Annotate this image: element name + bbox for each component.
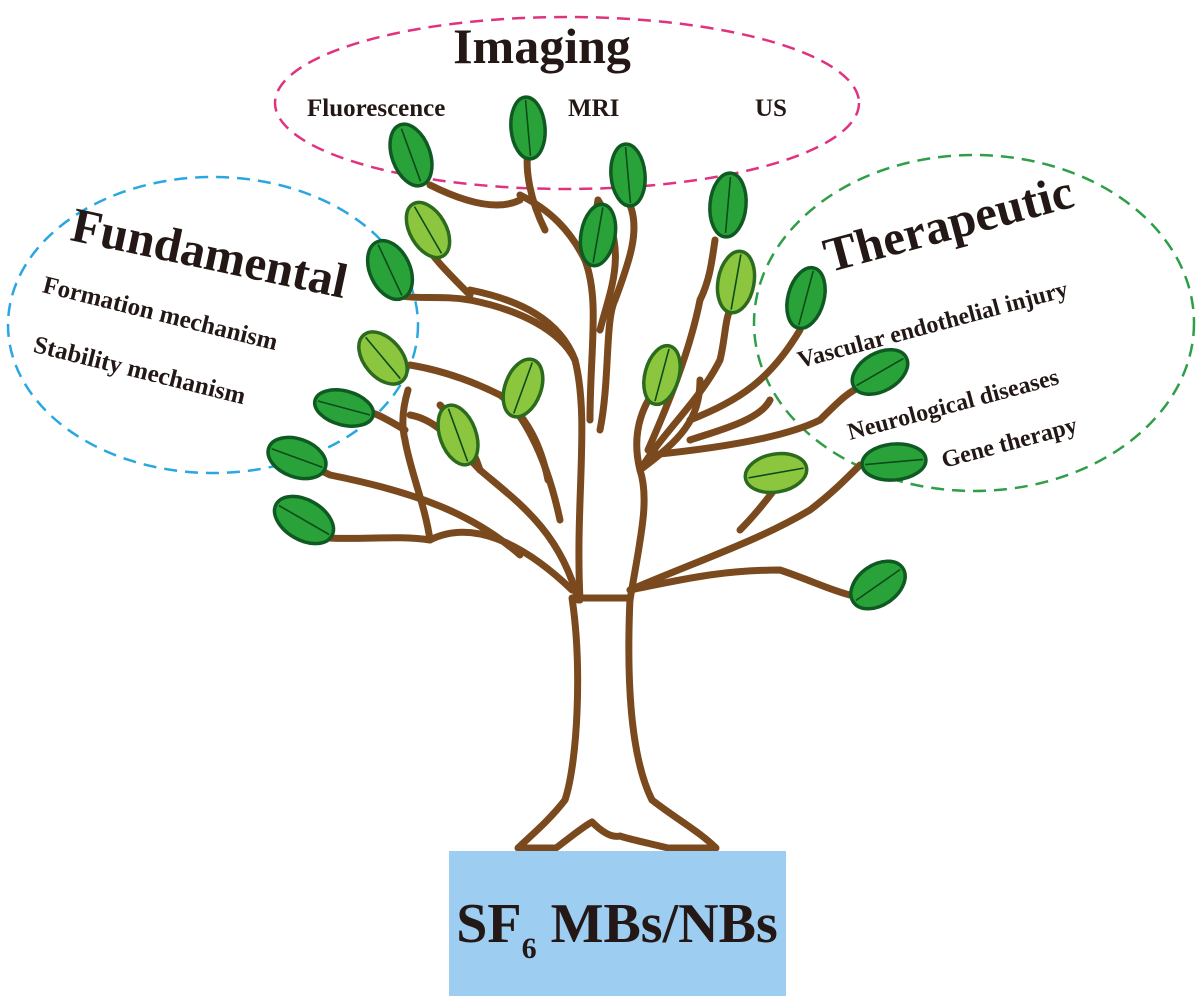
fundamental-item-stability: Stability mechanism bbox=[31, 331, 249, 410]
leaf bbox=[436, 403, 480, 467]
imaging-item-us: US bbox=[755, 95, 787, 122]
leaf bbox=[715, 249, 757, 315]
leaf bbox=[708, 171, 748, 239]
leaf bbox=[501, 357, 545, 419]
base-box bbox=[449, 851, 786, 996]
leaf bbox=[388, 122, 434, 188]
imaging-group-ellipse bbox=[273, 15, 861, 191]
therapeutic-item-gene: Gene therapy bbox=[939, 413, 1080, 474]
fundamental-group-ellipse bbox=[6, 175, 420, 475]
imaging-item-fluorescence: Fluorescence bbox=[307, 95, 445, 122]
leaf bbox=[578, 202, 618, 268]
tree-trunk bbox=[514, 594, 720, 852]
leaf bbox=[312, 388, 376, 428]
leaf bbox=[365, 238, 415, 302]
leaf bbox=[509, 95, 547, 161]
imaging-item-mri: MRI bbox=[568, 95, 619, 122]
leaf bbox=[404, 200, 452, 260]
leaf bbox=[850, 347, 910, 397]
therapeutic-group-ellipse bbox=[752, 153, 1196, 493]
leaf bbox=[272, 494, 336, 546]
base-label-rest: MBs/NBs bbox=[537, 893, 778, 955]
base-label: SF6 MBs/NBs bbox=[456, 893, 778, 965]
leaf bbox=[266, 435, 328, 481]
imaging-title: Imaging bbox=[453, 18, 631, 74]
therapeutic-item-vascular: Vascular endothelial injury bbox=[795, 277, 1071, 374]
leaf bbox=[785, 265, 827, 331]
leaf bbox=[609, 142, 647, 208]
therapeutic-title: Therapeutic bbox=[818, 164, 1079, 283]
leaf bbox=[860, 442, 928, 482]
tree-leaves bbox=[266, 95, 928, 611]
base-label-main: SF bbox=[456, 893, 521, 955]
leaf bbox=[849, 559, 907, 611]
leaf bbox=[642, 343, 682, 407]
leaf bbox=[743, 451, 809, 495]
leaf bbox=[357, 330, 409, 386]
base-label-subscript: 6 bbox=[522, 932, 537, 965]
